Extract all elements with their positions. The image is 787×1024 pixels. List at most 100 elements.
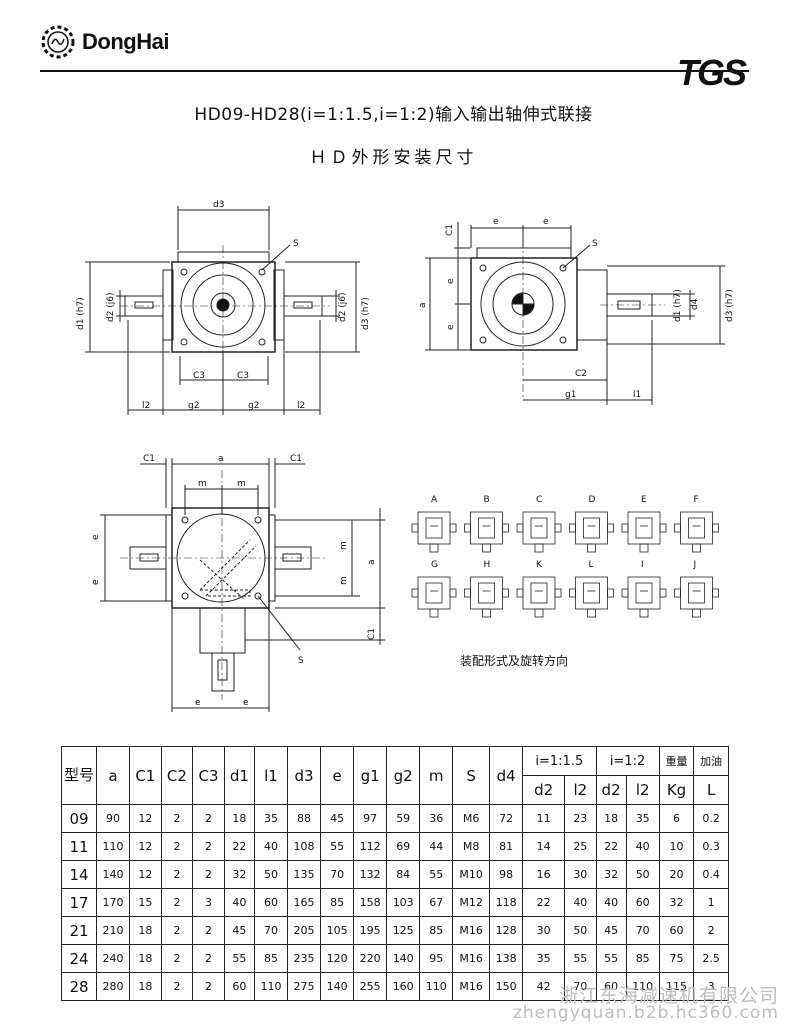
- table-cell: 35: [522, 944, 566, 973]
- dim-label-c3-right: C3: [237, 371, 249, 381]
- assembly-form-h: H: [464, 560, 509, 618]
- table-cell-model: 24: [61, 944, 97, 973]
- header-l2-ratio-2: l2: [625, 775, 660, 805]
- table-cell: 110: [95, 832, 131, 861]
- table-cell-model: 17: [61, 888, 97, 917]
- header-d2-ratio-1-5: d2: [522, 775, 566, 805]
- dim-label-c1-top-left: C1: [143, 454, 155, 464]
- table-cell: 55: [595, 944, 627, 973]
- table-cell: 3: [693, 972, 729, 1001]
- watermark-company: 浙江东海减速机有限公司: [558, 985, 779, 1007]
- assembly-form-l: L: [569, 560, 614, 618]
- table-cell: 2: [160, 888, 194, 917]
- table-cell: 140: [386, 944, 421, 973]
- dim-label-s-top: S: [298, 656, 304, 666]
- table-cell: 165: [287, 888, 322, 917]
- table-cell: 40: [564, 888, 597, 917]
- header-g2: g2: [386, 746, 421, 805]
- table-cell: 210: [95, 916, 131, 945]
- table-cell: 35: [625, 804, 660, 833]
- table-cell: 25: [564, 832, 597, 861]
- assembly-label: D: [589, 495, 596, 505]
- table-cell: 138: [489, 944, 524, 973]
- assembly-label: G: [431, 560, 438, 570]
- header-oil-unit: L: [693, 775, 729, 805]
- table-cell: 40: [223, 888, 255, 917]
- table-cell: 88: [287, 804, 322, 833]
- assembly-caption: 装配形式及旋转方向: [460, 654, 569, 668]
- table-cell: 2: [192, 916, 225, 945]
- assembly-label: C: [536, 495, 542, 505]
- table-cell: 14: [522, 832, 566, 861]
- table-cell: 205: [287, 916, 322, 945]
- table-cell: 20: [658, 860, 695, 889]
- assembly-label: F: [694, 495, 699, 505]
- table-cell: 2: [693, 916, 729, 945]
- drawing-side-view: e e C1 S a e e d4 d1 (h7) d3 (h7) C2 g1 …: [418, 217, 735, 405]
- table-cell: 90: [95, 804, 131, 833]
- table-cell: 85: [625, 944, 660, 973]
- table-cell: 110: [625, 972, 660, 1001]
- table-cell: 23: [564, 804, 597, 833]
- dim-label-e-top-right: e: [543, 217, 549, 227]
- dim-label-e-left-bottom: e: [446, 324, 456, 330]
- page-title: HD09-HD28(i=1:1.5,i=1:2)输入输出轴伸式联接: [194, 105, 593, 125]
- table-cell: 18: [129, 944, 162, 973]
- table-cell: 0.4: [693, 860, 729, 889]
- header-c3: C3: [192, 746, 225, 805]
- table-cell: 103: [386, 888, 421, 917]
- assembly-form-f: F: [674, 495, 719, 553]
- table-cell: 30: [522, 916, 566, 945]
- dimension-drawings: d3 S d1 (h7) d2 (j6) d2 (j6) d3 (h7) C3 …: [76, 200, 735, 712]
- table-cell: 118: [489, 888, 524, 917]
- dim-label-c3-left: C3: [193, 371, 205, 381]
- table-cell: 50: [564, 916, 597, 945]
- table-cell: 40: [253, 832, 289, 861]
- table-cell: 240: [95, 944, 131, 973]
- spec-table: 型号 a C1 C2 C3 d1 l1 d3 e g1 g2 m S d4 i=…: [61, 746, 729, 1001]
- header-d1: d1: [223, 746, 255, 805]
- brand-logo: DongHai: [40, 24, 169, 60]
- table-cell: 85: [419, 916, 454, 945]
- table-cell: 2: [192, 860, 225, 889]
- table-cell: 2: [160, 804, 194, 833]
- table-cell: 10: [658, 832, 695, 861]
- table-cell-model: 28: [61, 972, 97, 1001]
- table-cell: 220: [353, 944, 388, 973]
- table-cell: 45: [595, 916, 627, 945]
- dim-label-l1: l1: [633, 390, 641, 400]
- table-cell: 59: [386, 804, 421, 833]
- dim-label-e-bottom-left: e: [195, 698, 201, 708]
- table-cell: 30: [564, 860, 597, 889]
- table-cell: 60: [253, 888, 289, 917]
- table-cell: 195: [353, 916, 388, 945]
- header-ratio-2: i=1:2: [595, 746, 660, 776]
- table-cell: 132: [353, 860, 388, 889]
- table-cell: 255: [353, 972, 388, 1001]
- table-cell: 72: [489, 804, 524, 833]
- dim-label-m-right: m: [237, 479, 246, 489]
- table-cell: M16: [452, 916, 491, 945]
- table-cell: 70: [253, 916, 289, 945]
- dim-label-d2-right: d2 (j6): [338, 292, 348, 322]
- table-cell: 150: [489, 972, 524, 1001]
- header-d2-ratio-2: d2: [595, 775, 627, 805]
- table-cell: 18: [129, 916, 162, 945]
- table-cell: 85: [253, 944, 289, 973]
- table-cell: 12: [129, 860, 162, 889]
- assembly-form-b: B: [464, 495, 509, 553]
- table-cell: 11: [522, 804, 566, 833]
- dim-label-d1: d1 (h7): [76, 297, 86, 330]
- assembly-label: E: [641, 495, 647, 505]
- table-cell: 32: [223, 860, 255, 889]
- table-cell: 280: [95, 972, 131, 1001]
- table-cell: 18: [129, 972, 162, 1001]
- table-cell: 158: [353, 888, 388, 917]
- watermark-url: zhengyquan.b2b.hc360.com: [512, 1003, 779, 1023]
- table-cell: 16: [522, 860, 566, 889]
- table-cell: 2: [192, 832, 225, 861]
